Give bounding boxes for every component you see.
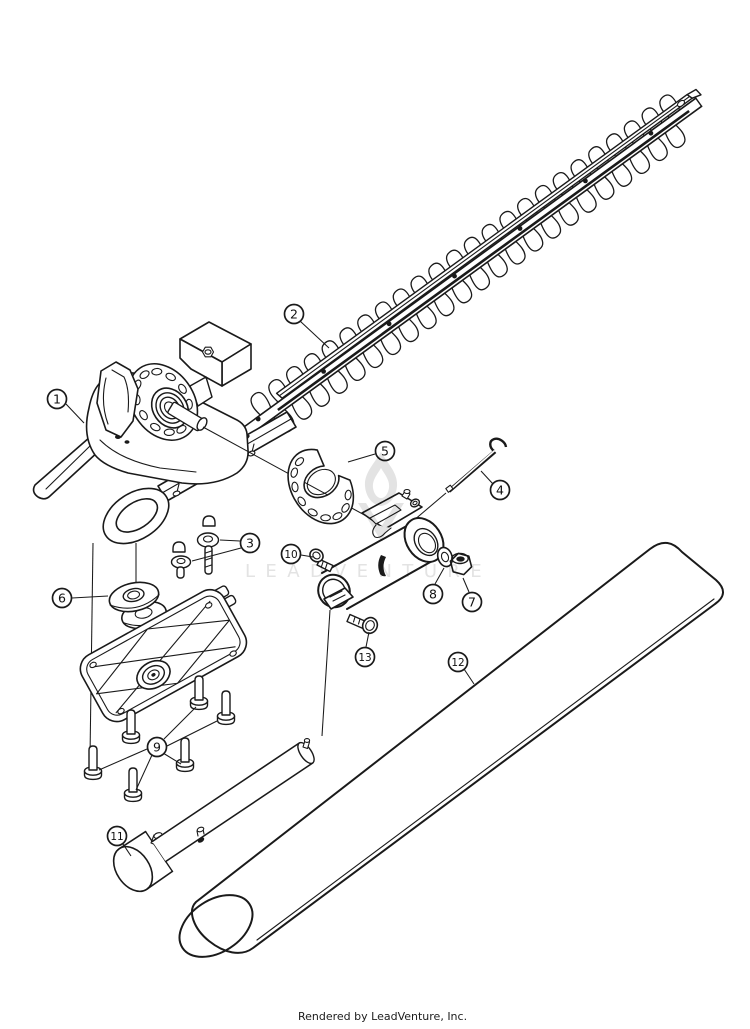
- callout-9-leader: [162, 752, 182, 765]
- svg-text:10: 10: [284, 549, 297, 561]
- callout-9-leader: [163, 706, 197, 740]
- grommet-pair-6: [108, 581, 167, 630]
- callout-9-leader: [166, 720, 218, 747]
- blade-rivets: [255, 130, 654, 422]
- svg-text:1: 1: [53, 391, 61, 406]
- callout-4-leader: [480, 470, 494, 485]
- callout-7[interactable]: 7: [461, 591, 483, 613]
- callout-8-leader: [434, 567, 445, 585]
- guard-plate: [287, 448, 355, 525]
- callout-9-leader: [135, 754, 153, 791]
- callout-5[interactable]: 5: [374, 440, 396, 462]
- svg-text:13: 13: [358, 652, 371, 664]
- callout-4[interactable]: 4: [489, 479, 511, 501]
- blade-cover: [178, 541, 724, 958]
- washer-8: [436, 546, 454, 568]
- callout-6[interactable]: 6: [51, 587, 73, 609]
- svg-text:6: 6: [58, 590, 66, 605]
- clamp-bolt-10: [309, 548, 334, 573]
- callout-7-leader: [462, 577, 470, 593]
- callout-13-leader: [365, 631, 370, 648]
- clamp-bolt-13: [346, 613, 379, 635]
- svg-text:3: 3: [246, 535, 254, 550]
- assembly-line: [321, 609, 331, 737]
- lock-nut-7: [449, 552, 473, 576]
- footer-credit: Rendered by LeadVenture, Inc.: [298, 1010, 468, 1023]
- callout-11[interactable]: 11: [106, 825, 128, 847]
- drive-shaft-tube: [112, 738, 315, 893]
- gearbox-bracket: [96, 361, 139, 438]
- callout-13[interactable]: 13: [354, 646, 376, 668]
- svg-text:8: 8: [429, 586, 437, 601]
- cover-plate: [79, 585, 248, 723]
- blade-tip: [686, 88, 702, 99]
- blade-assembly: [207, 88, 703, 462]
- callout-1[interactable]: 1: [46, 388, 68, 410]
- callout-9[interactable]: 9: [146, 736, 168, 758]
- callout-3[interactable]: 3: [239, 532, 261, 554]
- screw-washer-set-3: [170, 515, 220, 579]
- callout-5-leader: [347, 453, 376, 463]
- svg-text:9: 9: [153, 739, 161, 754]
- gearbox-assembly: [32, 321, 252, 500]
- callout-2[interactable]: 2: [283, 303, 305, 325]
- svg-text:12: 12: [451, 657, 464, 669]
- callout-10[interactable]: 10: [280, 543, 302, 565]
- callout-6-leader: [71, 595, 109, 599]
- callout-3-leader: [219, 539, 241, 542]
- svg-text:7: 7: [468, 594, 476, 609]
- callout-2-leader: [299, 320, 330, 349]
- throttle-rod: [412, 437, 508, 522]
- callout-3-leader: [191, 547, 242, 562]
- callout-1-leader: [65, 403, 85, 424]
- assembly-line: [89, 542, 94, 758]
- svg-text:5: 5: [381, 443, 389, 458]
- svg-text:2: 2: [290, 306, 298, 321]
- blade-tang-eye: [102, 487, 170, 545]
- callout-12[interactable]: 12: [447, 651, 469, 673]
- callout-9-leader: [98, 748, 148, 771]
- gearbox-output-shaft: [167, 401, 208, 432]
- callout-8[interactable]: 8: [422, 583, 444, 605]
- callout-10-leader: [300, 554, 314, 558]
- callout-11-leader: [122, 843, 132, 857]
- svg-text:11: 11: [110, 831, 123, 843]
- svg-text:4: 4: [496, 482, 504, 497]
- callout-12-leader: [463, 668, 475, 685]
